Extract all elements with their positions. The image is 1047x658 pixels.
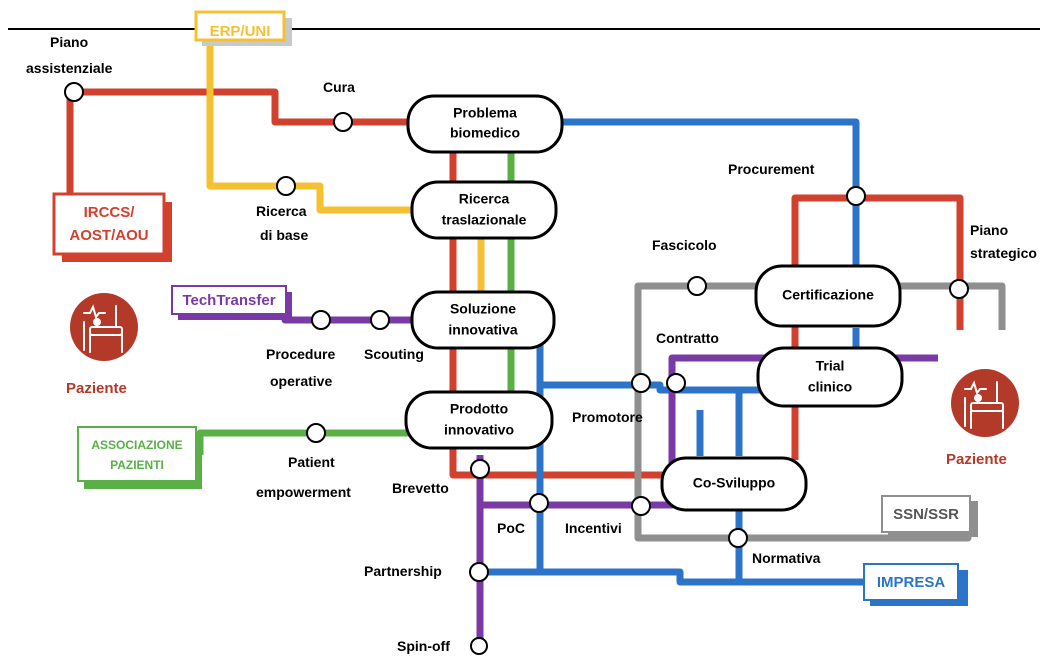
label-poc: PoC bbox=[497, 520, 525, 536]
label-ricerca-base-2: di base bbox=[260, 227, 308, 243]
impresa-label: IMPRESA bbox=[877, 574, 946, 591]
red-line-trunk bbox=[449, 148, 672, 479]
station-certificazione-label: Certificazione bbox=[782, 287, 874, 303]
label-contratto: Contratto bbox=[656, 330, 719, 346]
label-piano-assistenziale-2: assistenziale bbox=[26, 60, 113, 76]
label-ricerca-base-1: Ricerca bbox=[256, 203, 307, 219]
ssn-box: SSN/SSR bbox=[881, 495, 978, 537]
stop-promotore bbox=[631, 373, 651, 393]
stop-fascicolo bbox=[687, 276, 707, 296]
station-problema-box bbox=[406, 94, 564, 154]
ssn-label: SSN/SSR bbox=[893, 506, 959, 523]
associazione-label-2: PAZIENTI bbox=[110, 458, 164, 472]
label-incentivi: Incentivi bbox=[565, 520, 622, 536]
label-piano-assistenziale-1: Piano bbox=[50, 34, 88, 50]
techtransfer-label: TechTransfer bbox=[182, 292, 275, 309]
stop-procurement bbox=[846, 186, 866, 206]
stop-scouting bbox=[370, 310, 390, 330]
red-line-hospital bbox=[66, 88, 415, 200]
station-prodotto-box bbox=[404, 390, 554, 450]
hospital-bed-icon bbox=[951, 369, 1019, 437]
station-certificazione-box bbox=[754, 264, 902, 328]
patient-right-label: Paziente bbox=[946, 451, 1007, 468]
stop-poc bbox=[529, 493, 549, 513]
station-trial-box bbox=[756, 346, 904, 408]
green-line-associazione bbox=[196, 429, 412, 455]
associazione-box: ASSOCIAZIONE PAZIENTI bbox=[77, 426, 202, 489]
label-partnership: Partnership bbox=[364, 563, 442, 579]
erp-box: ERP/UNI bbox=[194, 10, 292, 46]
label-promotore: Promotore bbox=[572, 409, 643, 425]
associazione-label-1: ASSOCIAZIONE bbox=[91, 438, 182, 452]
station-prodotto-label-1: Prodotto bbox=[450, 401, 508, 417]
label-patient-empowerment-1: Patient bbox=[288, 454, 335, 470]
station-soluzione-box bbox=[410, 290, 556, 350]
stop-piano-assistenziale bbox=[64, 82, 84, 102]
stop-normativa bbox=[728, 528, 748, 548]
label-procurement: Procurement bbox=[728, 161, 815, 177]
label-fascicolo: Fascicolo bbox=[652, 237, 717, 253]
station-trial-label-1: Trial bbox=[816, 358, 845, 374]
label-normativa: Normativa bbox=[752, 550, 821, 566]
stop-patient-empowerment bbox=[306, 423, 326, 443]
stop-procedure bbox=[311, 310, 331, 330]
station-trial-label-2: clinico bbox=[808, 379, 852, 395]
station-soluzione-label-2: innovativa bbox=[448, 322, 517, 338]
stop-partnership bbox=[469, 562, 489, 582]
station-ricerca-box bbox=[410, 180, 558, 240]
label-procedure-2: operative bbox=[270, 373, 332, 389]
station-ricerca-label-1: Ricerca bbox=[459, 191, 510, 207]
label-procedure-1: Procedure bbox=[266, 346, 335, 362]
impresa-box: IMPRESA bbox=[863, 563, 968, 606]
patient-right: Paziente bbox=[946, 369, 1019, 468]
station-prodotto-label-2: innovativo bbox=[444, 422, 514, 438]
label-scouting: Scouting bbox=[364, 346, 424, 362]
stop-cura bbox=[333, 112, 353, 132]
irccs-label-2: AOST/AOU bbox=[69, 227, 148, 244]
yellow-line bbox=[206, 40, 415, 214]
label-piano-strategico-1: Piano bbox=[970, 222, 1008, 238]
label-piano-strategico-2: strategico bbox=[970, 245, 1037, 261]
stop-incentivi bbox=[631, 496, 651, 516]
red-line-procurement bbox=[791, 194, 964, 460]
stop-piano-strategico bbox=[949, 279, 969, 299]
station-ricerca-label-2: traslazionale bbox=[442, 212, 527, 228]
irccs-box: IRCCS/ AOST/AOU bbox=[52, 192, 172, 262]
techtransfer-box: TechTransfer bbox=[171, 285, 292, 320]
label-patient-empowerment-2: empowerment bbox=[256, 484, 351, 500]
stop-ricerca-base bbox=[276, 176, 296, 196]
patient-left: Paziente bbox=[66, 293, 138, 397]
label-brevetto: Brevetto bbox=[392, 480, 449, 496]
station-cosviluppo-box bbox=[660, 456, 808, 512]
hospital-bed-icon bbox=[70, 293, 138, 361]
blue-line-promotore bbox=[540, 381, 760, 394]
blue-line-top bbox=[560, 118, 860, 268]
station-soluzione-label-1: Soluzione bbox=[450, 301, 516, 317]
stop-spinoff bbox=[470, 637, 488, 655]
erp-label: ERP/UNI bbox=[210, 23, 271, 40]
stop-brevetto bbox=[470, 459, 490, 479]
stop-contratto bbox=[666, 373, 686, 393]
label-spinoff: Spin-off bbox=[397, 638, 450, 654]
patient-left-label: Paziente bbox=[66, 380, 127, 397]
station-problema-label-1: Problema bbox=[453, 105, 517, 121]
station-problema-label-2: biomedico bbox=[450, 125, 520, 141]
purple-line-techtransfer bbox=[281, 305, 412, 324]
irccs-label-1: IRCCS/ bbox=[84, 204, 136, 221]
label-cura: Cura bbox=[323, 79, 355, 95]
station-cosviluppo-label: Co-Sviluppo bbox=[693, 475, 775, 491]
